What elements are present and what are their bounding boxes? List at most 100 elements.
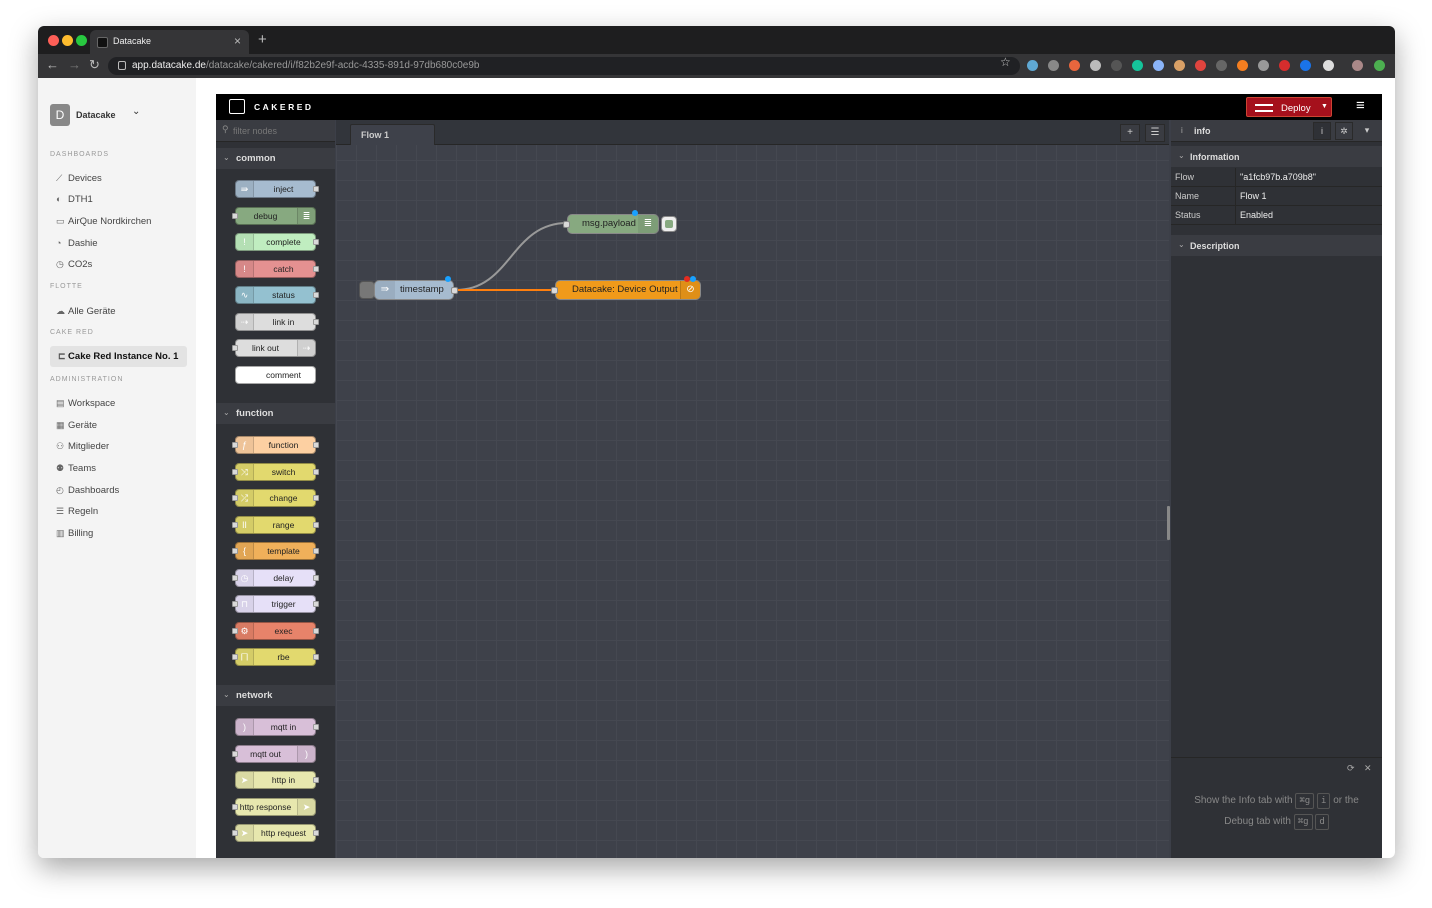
sidebar-resize-handle[interactable]: [1167, 506, 1170, 540]
profile-avatar[interactable]: [1352, 60, 1363, 71]
grammarly-icon[interactable]: [1132, 60, 1143, 71]
new-tab-icon[interactable]: +: [258, 31, 267, 48]
chevron-down-icon[interactable]: ▼: [1321, 103, 1328, 110]
extension-icon[interactable]: [1279, 60, 1290, 71]
palette-node-rbe[interactable]: ⨅rbe: [232, 648, 319, 666]
hamburger-menu-icon[interactable]: ≡: [1356, 97, 1365, 114]
sidebar-item-teams[interactable]: ⚉Teams: [56, 463, 96, 474]
sidebar-item-devices[interactable]: ⟋Devices: [56, 173, 102, 184]
input-port[interactable]: [563, 221, 570, 228]
deploy-button[interactable]: Deploy ▼: [1246, 97, 1332, 117]
sidebar-item-alle-geraete[interactable]: ☁Alle Geräte: [56, 306, 116, 317]
palette-node-template[interactable]: {template: [232, 542, 319, 560]
palette-node-status[interactable]: ∿status: [235, 286, 319, 304]
add-flow-icon[interactable]: +: [1120, 124, 1140, 142]
section-description[interactable]: ⌄Description: [1171, 235, 1382, 256]
refresh-icon[interactable]: ⟳: [1347, 763, 1355, 773]
palette-node-http-in[interactable]: ➤http in: [235, 771, 319, 789]
address-bar[interactable]: app.datacake.de/datacake/cakered/i/f82b2…: [108, 57, 1020, 75]
bug-icon[interactable]: ✲: [1335, 122, 1353, 140]
palette-node-switch[interactable]: ⤨switch: [232, 462, 319, 481]
palette-node-catch[interactable]: !catch: [235, 259, 319, 278]
lock-icon: [118, 61, 126, 70]
extension-icon[interactable]: [1153, 60, 1164, 71]
browser-tab[interactable]: Datacake ×: [90, 30, 249, 54]
sidebar-item-dth1[interactable]: ◐DTH1: [56, 194, 93, 205]
info-tab-button[interactable]: i: [1313, 122, 1331, 140]
extension-icon[interactable]: [1258, 60, 1269, 71]
extension-icon[interactable]: [1300, 60, 1311, 71]
palette-node-http-response[interactable]: ➤http response: [232, 797, 316, 816]
back-icon[interactable]: ←: [46, 57, 59, 72]
bookmark-star-icon[interactable]: ☆: [1000, 55, 1011, 69]
palette-node-trigger[interactable]: ⊓trigger: [232, 595, 319, 613]
wire-timestamp-debug[interactable]: [455, 222, 568, 291]
section-information[interactable]: ⌄Information: [1171, 146, 1382, 167]
sidebar-item-dashie[interactable]: ◔Dashie: [56, 238, 98, 249]
filter-nodes-input[interactable]: ⚲filter nodes: [216, 120, 335, 142]
sidebar-item-cake-red-instance[interactable]: ⊏ Cake Red Instance No. 1: [50, 346, 187, 367]
function-node-icon: ƒ: [236, 437, 254, 453]
close-window-button[interactable]: [48, 35, 59, 46]
palette-category-network[interactable]: ⌄network: [216, 685, 335, 706]
sidebar-item-mitglieder[interactable]: ⚇Mitglieder: [56, 441, 110, 452]
palette-node-mqtt-in[interactable]: )mqtt in: [235, 718, 319, 736]
forward-icon[interactable]: →: [68, 57, 81, 72]
extension-icon[interactable]: [1374, 60, 1385, 71]
list-flows-icon[interactable]: ☰: [1145, 124, 1165, 142]
extension-icon[interactable]: [1195, 60, 1206, 71]
palette-node-link-out[interactable]: ⇢link out: [232, 339, 316, 357]
palette-node-exec[interactable]: ⚙exec: [232, 621, 319, 640]
palette-node-complete[interactable]: !complete: [235, 233, 319, 251]
palette-node-debug[interactable]: ≣debug: [232, 206, 316, 225]
palette-node-link-in[interactable]: ⇢link in: [235, 312, 319, 331]
sidebar-item-airque[interactable]: ▭AirQue Nordkirchen: [56, 216, 152, 227]
chevron-down-icon: ⌄: [223, 690, 230, 699]
palette-node-mqtt-out[interactable]: )mqtt out: [232, 744, 316, 763]
input-port: [232, 601, 238, 607]
chevron-down-icon[interactable]: ▾: [1364, 125, 1370, 135]
node-msg-payload[interactable]: msg.payload ≣: [563, 210, 659, 234]
close-icon[interactable]: ✕: [1364, 763, 1372, 773]
extension-icon[interactable]: [1216, 60, 1227, 71]
extension-icon[interactable]: [1111, 60, 1122, 71]
maximize-window-button[interactable]: [76, 35, 87, 46]
extension-icon[interactable]: [1069, 60, 1080, 71]
debug-toggle-button[interactable]: [661, 216, 677, 232]
extension-icon[interactable]: [1090, 60, 1101, 71]
sidebar-item-regeln[interactable]: ☰Regeln: [56, 506, 99, 517]
palette-node-delay[interactable]: ◷delay: [232, 568, 319, 587]
users-icon: ⚇: [56, 441, 65, 451]
github-icon[interactable]: [1323, 60, 1334, 71]
range-node-icon: ǀǀ: [236, 516, 254, 533]
input-port[interactable]: [551, 287, 558, 294]
extension-icon[interactable]: [1237, 60, 1248, 71]
sidebar-item-co2s[interactable]: ◷CO2s: [56, 259, 93, 270]
tab-close-icon[interactable]: ×: [233, 34, 241, 48]
palette-category-function[interactable]: ⌄function: [216, 403, 335, 424]
reload-icon[interactable]: ↻: [89, 57, 100, 72]
palette-category-common[interactable]: ⌄common: [216, 148, 335, 169]
output-port[interactable]: [451, 287, 458, 294]
palette-node-http-request[interactable]: ➤http request: [232, 824, 319, 842]
input-port: [232, 574, 238, 581]
node-datacake-device-output[interactable]: Datacake: Device Output ⊘: [551, 276, 701, 300]
palette-node-inject[interactable]: ⇛inject: [235, 180, 319, 198]
sidebar-item-geraete[interactable]: ▦Geräte: [56, 420, 98, 431]
extension-icon[interactable]: [1027, 60, 1038, 71]
sidebar-item-billing[interactable]: ▥Billing: [56, 528, 94, 539]
palette-node-change[interactable]: ⤮change: [232, 489, 319, 507]
palette-node-comment[interactable]: comment: [235, 365, 316, 384]
inject-trigger-button[interactable]: [359, 281, 375, 299]
node-timestamp[interactable]: ⇛ timestamp: [374, 276, 458, 300]
tab-flow-1[interactable]: Flow 1: [350, 124, 435, 145]
extension-icon[interactable]: [1048, 60, 1059, 71]
minimize-window-button[interactable]: [62, 35, 73, 46]
flow-workspace[interactable]: Flow 1 + ☰ ⇛ timestamp msg.payload ≣ Dat…: [336, 120, 1169, 858]
extension-icon[interactable]: [1174, 60, 1185, 71]
sidebar-item-workspace[interactable]: ▤Workspace: [56, 398, 116, 409]
sidebar-item-dashboards[interactable]: ◴Dashboards: [56, 485, 120, 496]
